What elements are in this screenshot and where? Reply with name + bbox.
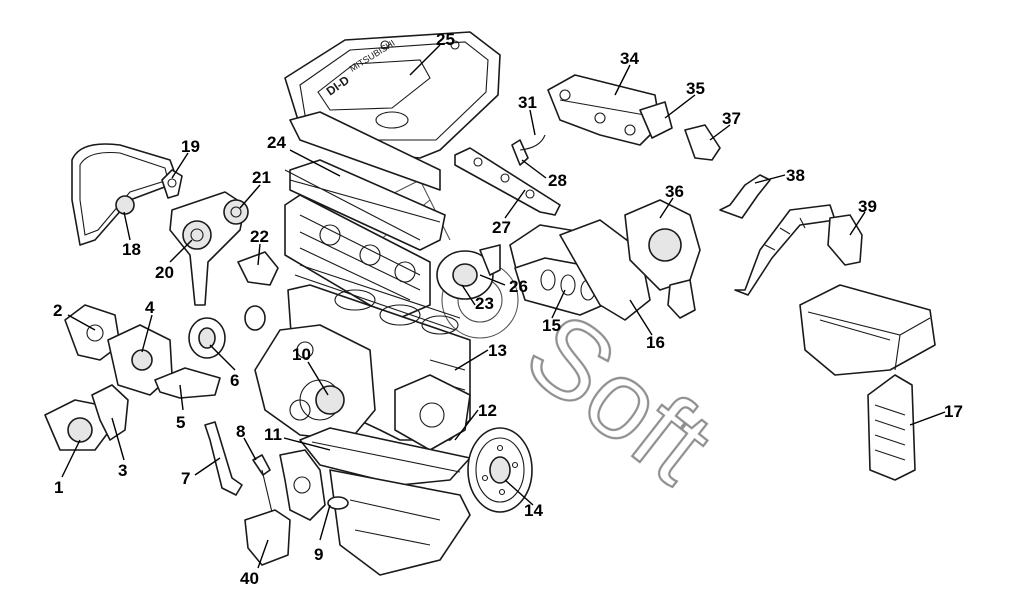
leader-35 [664,94,696,119]
callout-24: 24 [267,133,286,152]
callout-18: 18 [122,240,141,259]
leader-38 [754,174,786,184]
leader-4 [141,314,153,353]
leader-16 [629,299,653,336]
callout-10: 10 [292,345,311,364]
intake-hoses [719,174,863,296]
leader-19 [171,152,189,179]
callout-4: 4 [145,298,155,317]
callout-23: 23 [475,294,494,313]
callout-31: 31 [518,93,537,112]
callout-11: 11 [264,425,282,444]
fuel-rail [454,134,561,216]
oil-pan-and-gaskets [299,427,471,576]
belt-tensioner [161,169,183,199]
leader-10 [307,361,329,396]
callout-17: 17 [944,402,963,421]
callout-39: 39 [858,197,877,216]
leader-28 [521,159,547,179]
accessory-components [44,304,226,451]
leader-14 [504,479,534,506]
leader-15 [551,289,566,319]
leader-18 [123,211,131,241]
callout-19: 19 [181,137,200,156]
leader-39 [849,211,866,236]
air-duct [867,374,916,481]
egr-assembly [547,74,721,161]
leader-26 [479,274,506,286]
callout-26: 26 [509,277,528,296]
callout-7: 7 [181,469,190,488]
leader-17 [909,411,946,426]
watermark-text: Soft [504,289,734,506]
dipstick-and-guard [204,421,291,566]
callout-22: 22 [250,227,269,246]
leader-23 [461,284,476,306]
leader-3 [111,417,125,461]
callout-6: 6 [230,371,239,390]
leader-6 [209,344,236,371]
callout-9: 9 [314,545,323,564]
leader-31 [529,109,536,136]
callout-36: 36 [665,182,684,201]
callout-21: 21 [252,168,271,187]
leader-7 [194,457,221,476]
callout-14: 14 [524,501,543,520]
air-filter-box [799,284,936,376]
water-pump [436,244,501,300]
leader-40 [257,539,269,569]
callout-35: 35 [686,79,705,98]
callout-37: 37 [722,109,741,128]
callout-16: 16 [646,333,665,352]
callout-20: 20 [155,263,174,282]
callout-40: 40 [240,569,259,588]
callout-25: 25 [436,30,455,49]
leader-37 [709,124,731,141]
leader-9 [319,504,331,541]
leader-34 [614,64,631,96]
callout-15: 15 [542,316,561,335]
leader-8 [243,437,257,461]
callout-34: 34 [620,49,639,68]
oil-pump [279,449,326,521]
callout-38: 38 [786,166,805,185]
accessory-belt [71,143,179,246]
callout-3: 3 [118,461,127,480]
leader-36 [659,197,674,219]
leader-12 [454,409,479,441]
callout-27: 27 [492,218,511,237]
callout-1: 1 [54,478,63,497]
callout-13: 13 [488,341,507,360]
timing-cover [254,324,376,441]
sensor-bracket [237,251,279,331]
cylinder-head-and-camshafts [284,111,446,321]
timing-belt [169,191,249,306]
leader-20 [169,239,193,263]
callout-28: 28 [548,171,567,190]
callout-2: 2 [53,301,62,320]
leader-22 [257,243,261,266]
callout-8: 8 [236,422,245,441]
leader-5 [179,384,184,411]
leader-lines [61,44,946,569]
callout-labels: 1 2 3 4 5 6 7 8 9 10 11 12 13 14 15 16 1… [53,30,963,588]
exhaust-and-turbo [559,199,701,321]
leader-25 [409,44,441,76]
leader-27 [504,189,526,219]
callout-12: 12 [478,401,497,420]
leader-2 [67,314,96,331]
leader-21 [239,184,261,209]
leader-24 [289,149,341,177]
callout-5: 5 [176,413,185,432]
leader-1 [61,439,81,478]
leader-13 [454,349,489,371]
leader-11 [283,437,331,451]
flywheel [467,427,533,513]
